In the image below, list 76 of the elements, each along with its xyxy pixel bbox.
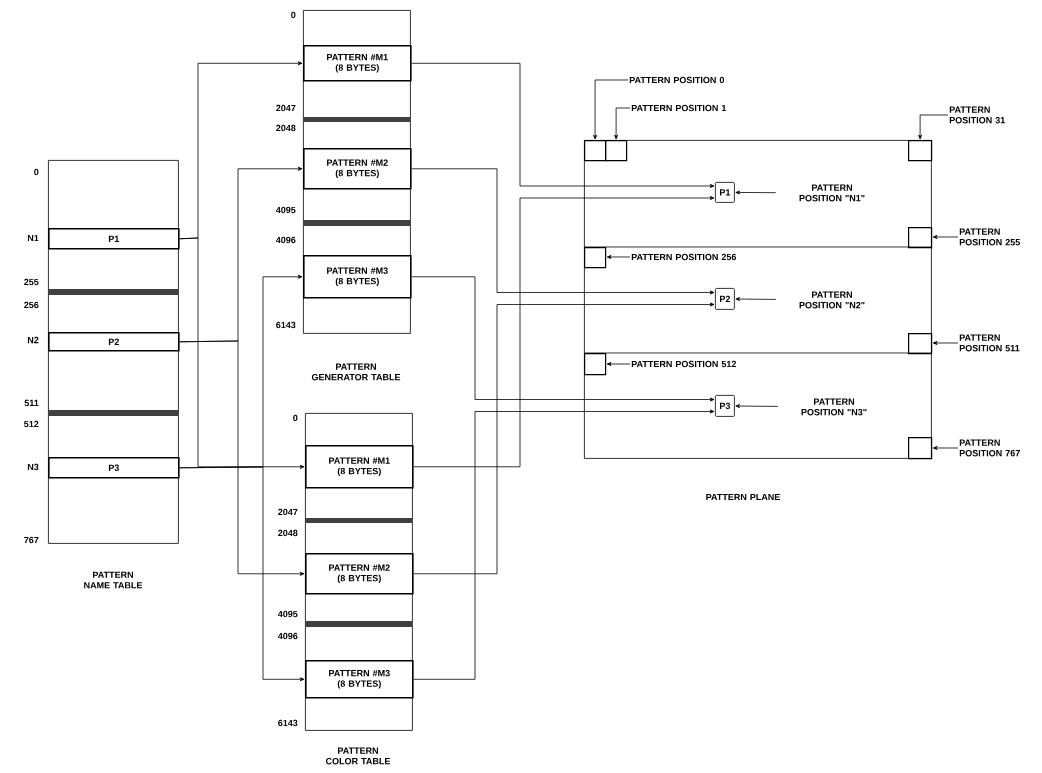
arrow bbox=[179, 340, 305, 576]
position-label: PATTERN POSITION "N1" bbox=[799, 184, 865, 202]
position-cell bbox=[908, 437, 933, 460]
position-label: PATTERN POSITION 255 bbox=[959, 228, 1020, 246]
table-entry: PATTERN #M2 (8 BYTES) bbox=[303, 148, 412, 190]
address-label: 512 bbox=[24, 420, 39, 428]
address-label: 6143 bbox=[276, 321, 296, 329]
arrow bbox=[179, 237, 305, 469]
address-label: N3 bbox=[27, 463, 39, 471]
table-title: PATTERN PLANE bbox=[706, 493, 780, 501]
arrow bbox=[413, 409, 715, 680]
pattern-box: P3 bbox=[715, 395, 735, 417]
address-label: 4096 bbox=[277, 632, 298, 640]
address-label: 256 bbox=[24, 301, 39, 309]
position-cell bbox=[584, 247, 607, 269]
address-label: N1 bbox=[27, 234, 39, 242]
arrow bbox=[411, 276, 715, 402]
pattern-box: P1 bbox=[715, 182, 735, 203]
arrow bbox=[735, 297, 777, 301]
address-label: 4096 bbox=[275, 236, 296, 244]
position-label: PATTERN POSITION 1 bbox=[631, 104, 727, 112]
table-title: PATTERN GENERATOR TABLE bbox=[311, 363, 401, 381]
position-cell bbox=[908, 227, 933, 249]
position-cell bbox=[584, 140, 607, 162]
position-label: PATTERN POSITION "N2" bbox=[799, 291, 865, 309]
position-label: PATTERN POSITION 256 bbox=[631, 253, 737, 261]
address-label: 6143 bbox=[278, 719, 298, 727]
address-label: 255 bbox=[24, 278, 39, 286]
arrow bbox=[593, 79, 629, 140]
address-label: 0 bbox=[291, 11, 296, 19]
table-entry: P2 bbox=[48, 332, 180, 352]
address-label: N2 bbox=[27, 336, 39, 344]
position-cell bbox=[605, 140, 628, 162]
position-label: PATTERN POSITION 0 bbox=[629, 76, 724, 84]
arrow bbox=[735, 190, 777, 195]
position-label: PATTERN POSITION 767 bbox=[959, 439, 1020, 457]
position-cell bbox=[908, 333, 933, 355]
position-label: PATTERN POSITION 31 bbox=[949, 106, 1005, 124]
position-label: PATTERN POSITION 512 bbox=[631, 360, 736, 368]
table-entry: PATTERN #M3 (8 BYTES) bbox=[305, 660, 414, 699]
arrow bbox=[614, 107, 631, 140]
arrow bbox=[413, 302, 715, 575]
position-label: PATTERN POSITION "N3" bbox=[801, 398, 867, 416]
arrow bbox=[179, 466, 305, 682]
table-entry: PATTERN #M1 (8 BYTES) bbox=[305, 445, 414, 489]
arrow bbox=[918, 114, 949, 140]
pattern-box: P2 bbox=[715, 288, 735, 310]
address-label: 4095 bbox=[275, 206, 296, 214]
address-label: 0 bbox=[293, 414, 298, 422]
arrow bbox=[411, 168, 715, 295]
arrow bbox=[413, 196, 715, 468]
table-title: PATTERN NAME TABLE bbox=[84, 571, 143, 589]
address-label: 2047 bbox=[278, 508, 298, 516]
address-label: 511 bbox=[24, 399, 39, 407]
address-label: 2048 bbox=[278, 529, 298, 537]
table-title: PATTERN COLOR TABLE bbox=[325, 747, 391, 765]
address-label: 2048 bbox=[276, 124, 296, 132]
table-entry: PATTERN #M1 (8 BYTES) bbox=[303, 45, 412, 82]
address-label: 0 bbox=[34, 168, 39, 176]
address-label: 4095 bbox=[277, 610, 298, 618]
arrow bbox=[735, 404, 779, 408]
position-label: PATTERN POSITION 511 bbox=[959, 334, 1020, 352]
table-entry: PATTERN #M3 (8 BYTES) bbox=[303, 255, 412, 299]
arrow bbox=[932, 235, 959, 239]
address-label: 2047 bbox=[276, 104, 296, 112]
arrow bbox=[606, 255, 631, 259]
position-cell bbox=[584, 353, 607, 376]
arrow bbox=[932, 341, 959, 345]
table-entry: PATTERN #M2 (8 BYTES) bbox=[305, 553, 414, 595]
arrow bbox=[411, 62, 715, 188]
address-label: 767 bbox=[24, 536, 39, 544]
table-entry: P1 bbox=[48, 228, 180, 250]
arrow bbox=[606, 362, 631, 366]
position-cell bbox=[908, 140, 933, 162]
table-entry: P3 bbox=[48, 457, 180, 479]
arrow bbox=[932, 446, 959, 450]
